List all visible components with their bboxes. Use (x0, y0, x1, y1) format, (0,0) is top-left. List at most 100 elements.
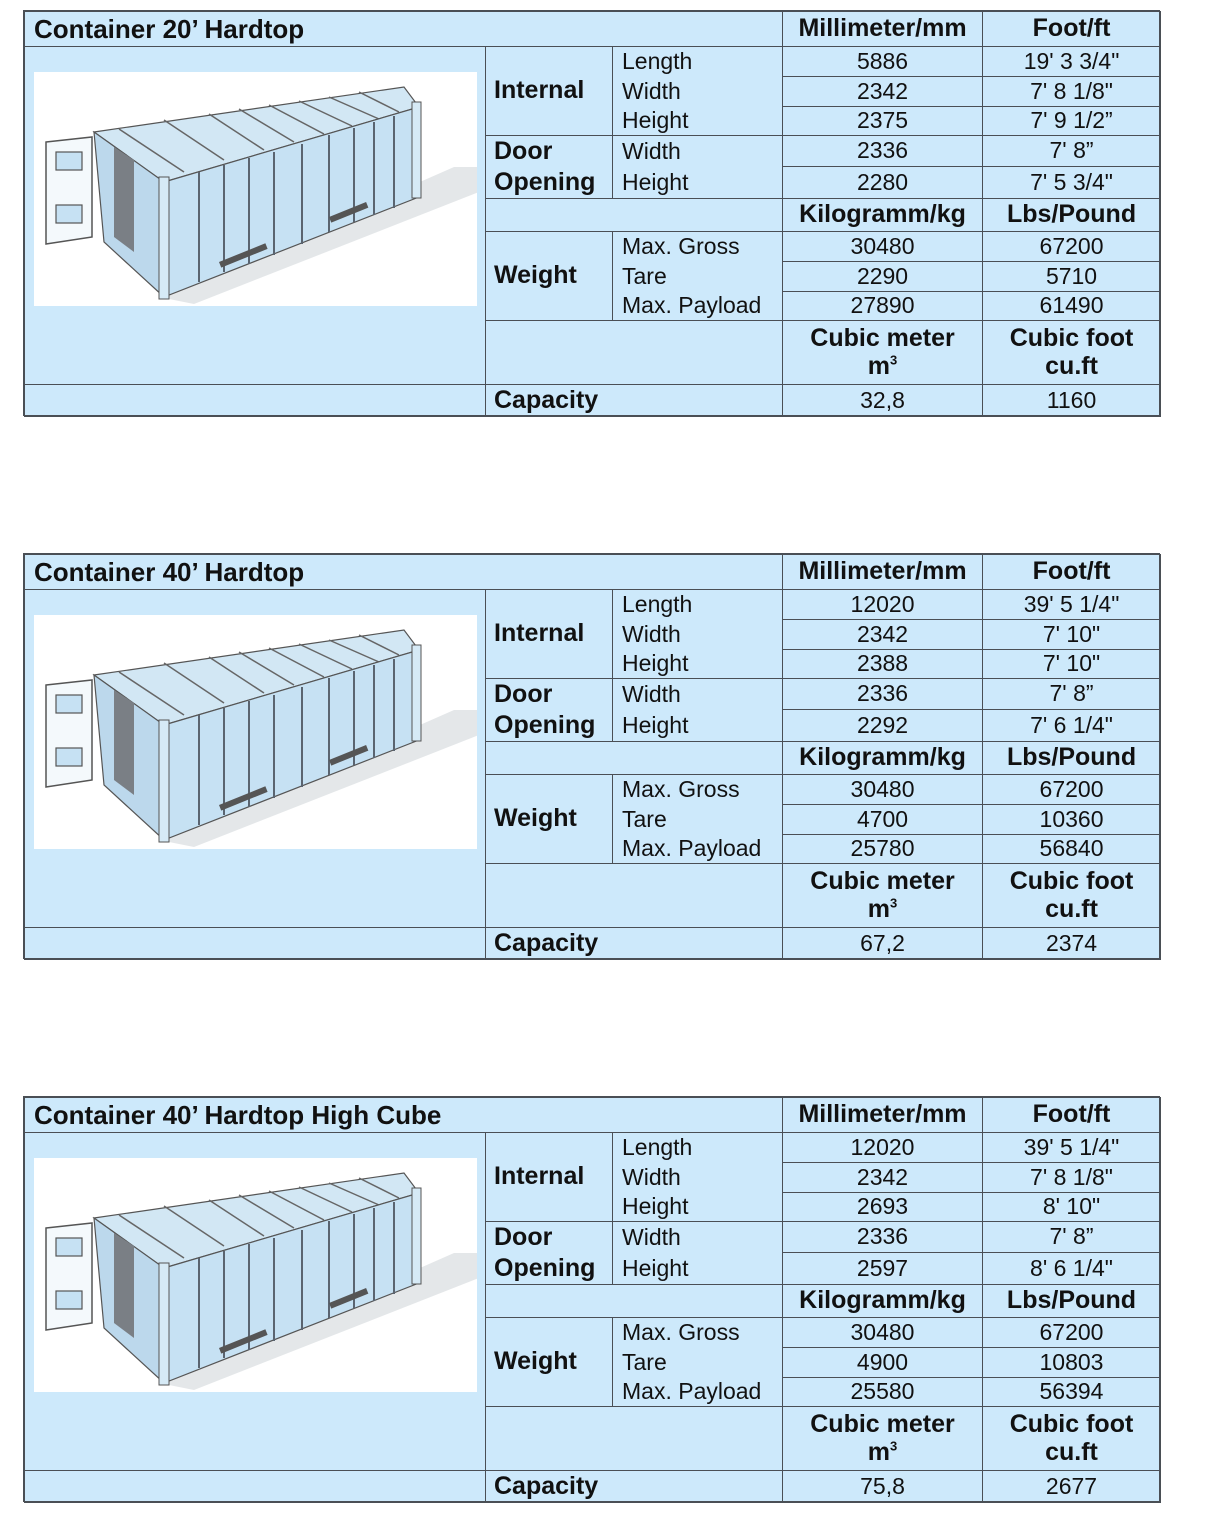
tare-label: Tare (612, 1347, 783, 1378)
internal-length-label: Length (611, 589, 784, 620)
kg-header: Kilogramm/kg (782, 1284, 983, 1318)
m-unit: m (867, 894, 891, 923)
cubic-foot-header: Cubic foot cu.ft (982, 320, 1162, 385)
internal-length-mm: 5886 (782, 46, 984, 77)
door-height-ft: 7' 6 1/4" (982, 709, 1162, 742)
max-gross-lbs: 67200 (982, 774, 1162, 805)
exponent: 3 (890, 895, 898, 911)
ft-header: Foot/ft (982, 554, 1162, 590)
door-width-mm: 2336 (782, 135, 984, 167)
image-bottom-cell (24, 927, 486, 960)
cubic-foot-header: Cubic foot cu.ft (982, 1406, 1161, 1471)
exponent: 3 (890, 1438, 898, 1454)
max-gross-lbs: 67200 (982, 1317, 1161, 1348)
door-height-mm: 2280 (782, 166, 984, 199)
door-width-label: Width (611, 678, 784, 710)
tare-lbs: 5710 (982, 261, 1162, 292)
capacity-label: Capacity (484, 927, 784, 960)
internal-height-mm: 2375 (782, 106, 984, 136)
internal-width-label: Width (611, 619, 784, 650)
hardtop-container-icon (34, 1158, 477, 1392)
internal-length-ft: 19' 3 3/4" (982, 46, 1162, 77)
door-label: Door (494, 679, 553, 708)
cubic-meter-unit: m3 (783, 894, 982, 924)
cubic-foot-header: Cubic foot cu.ft (982, 863, 1162, 928)
container-title: Container 20’ Hardtop (23, 11, 784, 47)
exponent: 3 (890, 352, 898, 368)
hardtop-container-icon (34, 615, 477, 849)
cubic-meter-label: Cubic meter (810, 1410, 955, 1438)
internal-height-label: Height (611, 649, 784, 679)
max-payload-kg: 25580 (782, 1377, 983, 1407)
kg-header: Kilogramm/kg (782, 741, 984, 775)
container-image-cell (24, 46, 486, 385)
tare-kg: 4900 (782, 1347, 983, 1378)
door-height-label: Height (611, 709, 784, 742)
internal-width-mm: 2342 (782, 619, 984, 650)
door-height-ft: 8' 6 1/4" (982, 1252, 1161, 1285)
internal-length-label: Length (612, 1132, 783, 1163)
door-label: Door (494, 1222, 553, 1251)
internal-length-label: Length (611, 46, 784, 77)
door-height-ft: 7' 5 3/4" (982, 166, 1162, 199)
door-width-ft: 7' 8” (982, 678, 1162, 710)
internal-height-mm: 2693 (782, 1192, 983, 1222)
max-payload-lbs: 61490 (982, 291, 1162, 321)
mm-header: Millimeter/mm (782, 1097, 983, 1133)
image-bottom-cell (24, 1470, 486, 1503)
internal-label: Internal (485, 589, 613, 679)
opening-label: Opening (494, 1254, 596, 1282)
tare-label: Tare (611, 804, 784, 835)
internal-height-ft: 7' 9 1/2” (982, 106, 1162, 136)
internal-height-mm: 2388 (782, 649, 984, 679)
cubic-foot-unit: cu.ft (1045, 894, 1098, 923)
container-image-cell (24, 589, 486, 928)
max-payload-lbs: 56840 (982, 834, 1162, 864)
internal-width-mm: 2342 (782, 76, 984, 107)
lbs-header: Lbs/Pound (982, 1284, 1161, 1318)
blank-cell (484, 741, 784, 775)
door-opening-label: Door Opening (485, 135, 613, 199)
m-unit: m (867, 1437, 890, 1466)
max-gross-kg: 30480 (782, 774, 984, 805)
mm-header: Millimeter/mm (782, 11, 984, 47)
max-payload-label: Max. Payload (611, 291, 784, 321)
internal-width-mm: 2342 (782, 1162, 983, 1193)
capacity-m3: 32,8 (782, 384, 984, 417)
internal-height-label: Height (611, 106, 784, 136)
cubic-meter-unit: m3 (783, 351, 982, 381)
m-unit: m (867, 351, 891, 380)
capacity-label: Capacity (485, 1470, 783, 1503)
door-label: Door (494, 136, 553, 165)
capacity-m3: 75,8 (782, 1470, 983, 1503)
internal-width-label: Width (611, 76, 784, 107)
cubic-meter-unit: m3 (783, 1437, 982, 1467)
capacity-cuft: 2374 (982, 927, 1162, 960)
blank-cell (484, 198, 784, 232)
blank-cell (485, 1284, 783, 1318)
door-width-mm: 2336 (782, 1221, 983, 1253)
image-bottom-cell (24, 384, 486, 417)
door-width-label: Width (612, 1221, 783, 1253)
tare-kg: 4700 (782, 804, 984, 835)
cubic-foot-unit: cu.ft (1045, 1437, 1098, 1466)
internal-height-ft: 7' 10" (982, 649, 1162, 679)
internal-label: Internal (485, 46, 613, 136)
tare-lbs: 10803 (982, 1347, 1161, 1378)
ft-header: Foot/ft (982, 11, 1162, 47)
max-payload-kg: 27890 (782, 291, 984, 321)
internal-width-ft: 7' 8 1/8" (982, 76, 1162, 107)
max-gross-kg: 30480 (782, 1317, 983, 1348)
container-image-cell (24, 1132, 486, 1471)
max-gross-lbs: 67200 (982, 231, 1162, 262)
capacity-cuft: 2677 (982, 1470, 1161, 1503)
container-spec-table-3: Container 40’ Hardtop High Cube Millimet… (23, 1096, 1161, 1503)
door-opening-label: Door Opening (485, 1221, 613, 1285)
max-payload-label: Max. Payload (612, 1377, 783, 1407)
max-gross-label: Max. Gross (611, 774, 784, 805)
internal-height-label: Height (612, 1192, 783, 1222)
weight-label: Weight (485, 231, 613, 321)
capacity-cuft: 1160 (982, 384, 1162, 417)
blank-cell (484, 863, 784, 928)
opening-label: Opening (494, 711, 596, 739)
